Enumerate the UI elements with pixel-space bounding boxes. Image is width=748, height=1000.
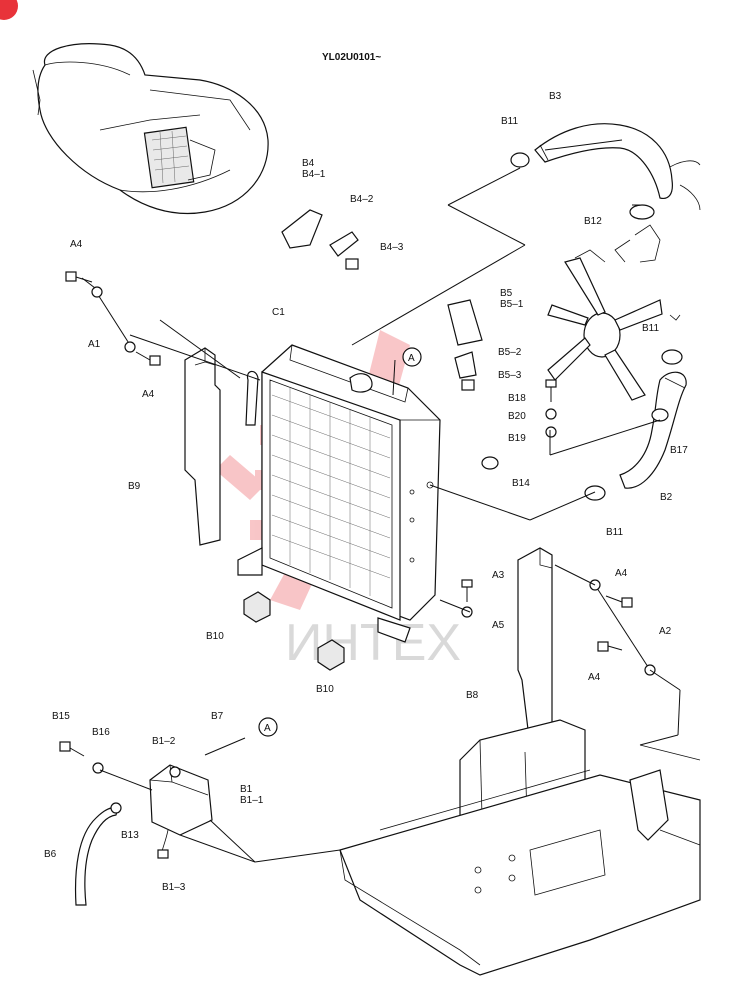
- cooling-fan: [547, 249, 663, 401]
- shroud-b9: [184, 347, 221, 546]
- bolt-a3: [461, 579, 473, 602]
- engine-outline: [614, 160, 701, 321]
- bracket-b4: [281, 209, 323, 249]
- label-b1-3: B1–3: [162, 882, 186, 893]
- clamp-b11-top: [510, 152, 530, 168]
- label-b10-bottom: B10: [316, 684, 334, 695]
- label-b1-2: B1–2: [152, 736, 176, 747]
- label-a4-right: A4: [615, 568, 628, 579]
- label-b3: B3: [549, 91, 562, 102]
- corner-badge: [0, 0, 18, 20]
- bracket-b5: [447, 299, 483, 346]
- label-b7: B7: [211, 711, 224, 722]
- callout-a-top: A: [402, 347, 422, 367]
- bolt-a4-lower: [597, 641, 623, 652]
- frame: [339, 719, 701, 976]
- label-a5: A5: [492, 620, 505, 631]
- block-b10-bottom: [317, 639, 345, 671]
- bolt-b18: [545, 379, 557, 402]
- svg-text:A: A: [408, 353, 415, 364]
- label-b11-bottom: B11: [606, 527, 623, 538]
- washer-a5: [461, 606, 473, 618]
- part-b4-2: [329, 231, 359, 257]
- radiator-c1: [237, 344, 441, 643]
- label-a4-lower: A4: [588, 672, 601, 683]
- label-b4-3: B4–3: [380, 242, 404, 253]
- label-b4: B4: [302, 158, 315, 169]
- label-b1-1: B1–1: [240, 795, 264, 806]
- label-b2: B2: [660, 492, 673, 503]
- stay-a1: [91, 286, 136, 353]
- label-b12: B12: [584, 216, 602, 227]
- shroud-b8: [517, 547, 553, 747]
- label-b4-1: B4–1: [302, 169, 326, 180]
- callout-a-bottom: A: [258, 717, 278, 737]
- washer-b19: [545, 426, 557, 438]
- label-b10-left: B10: [206, 631, 224, 642]
- block-b10-left: [243, 591, 271, 623]
- clamp-b11-bottom: [584, 485, 606, 501]
- bolt-a4-right: [605, 595, 633, 608]
- label-c1: C1: [272, 307, 285, 318]
- part-b5-2: [454, 351, 477, 379]
- clamp-b11-right: [661, 349, 683, 365]
- serial-number: YL02U0101~: [322, 52, 381, 63]
- label-b13: B13: [121, 830, 139, 841]
- part-b4-3: [345, 258, 359, 270]
- label-a3: A3: [492, 570, 505, 581]
- washer-b16: [92, 762, 104, 774]
- label-b16: B16: [92, 727, 110, 738]
- label-a2: A2: [659, 626, 672, 637]
- part-labels: B3 B11 B4 B4–1 B4–2 B4–3 B12 A4 B5 B5–1 …: [44, 91, 688, 893]
- label-b5-1: B5–1: [500, 299, 524, 310]
- label-a4-left: A4: [142, 389, 155, 400]
- label-a4-top-left: A4: [70, 239, 83, 250]
- label-b5-3: B5–3: [498, 370, 522, 381]
- clamp-b12: [629, 204, 655, 220]
- excavator-overview: [32, 43, 269, 215]
- radiator-core: [271, 388, 391, 596]
- label-b4-2: B4–2: [350, 194, 374, 205]
- label-b1: B1: [240, 784, 253, 795]
- clamp-b17: [651, 408, 669, 422]
- reserve-tank-b1: [149, 764, 213, 859]
- bolt-a4-left: [135, 351, 161, 366]
- label-b20: B20: [508, 411, 526, 422]
- bolt-a4-top-left: [65, 271, 93, 283]
- bolt-b15: [59, 741, 85, 757]
- label-b5: B5: [500, 288, 513, 299]
- label-b18: B18: [508, 393, 526, 404]
- label-b11-top: B11: [501, 116, 518, 127]
- hose-b6: [74, 806, 119, 906]
- hose-b3: [534, 123, 673, 200]
- washer-b20: [545, 408, 557, 420]
- label-a1: A1: [88, 339, 101, 350]
- clamp-b13: [110, 802, 122, 814]
- leader-lines: [81, 139, 681, 863]
- label-b6: B6: [44, 849, 57, 860]
- stay-a2: [589, 579, 656, 676]
- label-b11-right: B11: [642, 323, 659, 334]
- label-b8: B8: [466, 690, 479, 701]
- label-b5-2: B5–2: [498, 347, 522, 358]
- pipe-b7: [204, 737, 246, 756]
- label-b14: B14: [512, 478, 530, 489]
- label-b19: B19: [508, 433, 526, 444]
- svg-text:A: A: [264, 723, 271, 734]
- label-b9: B9: [128, 481, 141, 492]
- label-b17: B17: [670, 445, 688, 456]
- label-b15: B15: [52, 711, 70, 722]
- hose-b2: [619, 371, 687, 489]
- clamp-b14: [481, 456, 499, 470]
- part-b5-3: [461, 379, 475, 391]
- watermark-text: ИНТЕХ: [285, 614, 461, 672]
